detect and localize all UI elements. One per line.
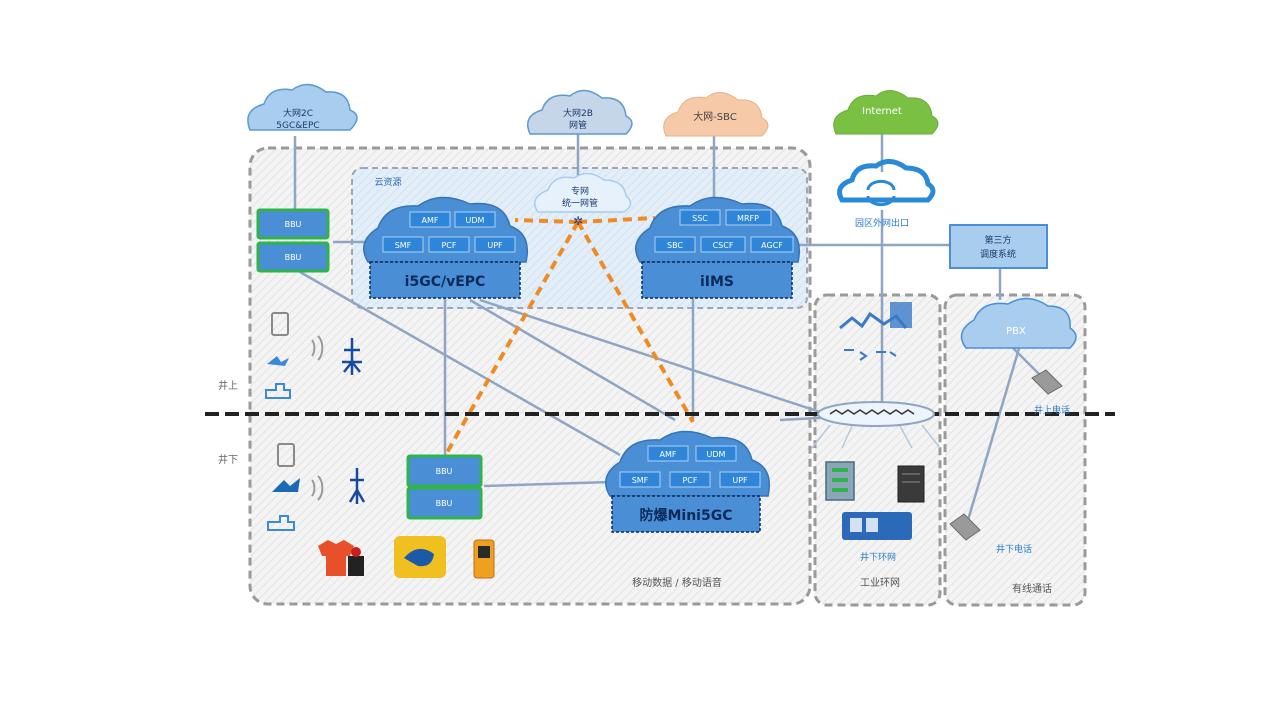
bbu-top-a: BBU — [285, 220, 302, 229]
bbu-bottom: BBU BBU — [406, 454, 483, 520]
cloud-pbx: PBX — [960, 297, 1077, 349]
cloud-unified-mgmt: 专网 统一网管 ✲ — [533, 172, 632, 228]
underground-devices — [267, 443, 495, 579]
industrial-ring — [811, 401, 941, 449]
iims-nf-5: AGCF — [761, 241, 783, 250]
mini-title: 防爆Mini5GC — [639, 507, 732, 524]
underground-phone-label: 井下电话 — [996, 543, 1032, 555]
cloud-resource-label: 云资源 — [374, 177, 401, 188]
bbu-top-b: BBU — [285, 253, 302, 262]
cloud-2b-line1: 大网2B — [563, 107, 593, 119]
tower-icon — [348, 468, 366, 504]
cloud-2b-line2: 网管 — [569, 119, 587, 131]
forklift-icon — [267, 356, 289, 366]
orange-dashed-links — [443, 216, 695, 457]
underground-ring-label: 井下环网 — [860, 551, 896, 563]
network-devices-icon — [842, 512, 912, 540]
mini-nf-5: UPF — [732, 476, 748, 485]
iims-nf-1: SSC — [692, 214, 708, 223]
signal-icon — [311, 335, 324, 361]
i5gc-nf-2: UDM — [466, 216, 485, 225]
bbu-top: BBU BBU — [256, 208, 330, 273]
cloud-internet-label: Internet — [862, 106, 902, 117]
surface-devices — [265, 312, 362, 399]
switch-cluster-icon — [839, 302, 912, 361]
core-i5gc: AMF UDM SMF PCF UPF i5GC/vEPC — [363, 196, 528, 299]
i5gc-nf-4: PCF — [441, 241, 456, 250]
mini-nf-2: UDM — [707, 450, 726, 459]
i5gc-nf-5: UPF — [487, 241, 503, 250]
wired-label: 有线通话 — [1012, 582, 1052, 595]
hub-icon: ✲ — [573, 214, 583, 228]
iims-title: iIMS — [700, 274, 734, 290]
i5gc-nf-1: AMF — [422, 216, 439, 225]
truck-icon — [267, 515, 295, 531]
mobile-label: 移动数据 / 移动语音 — [632, 576, 722, 589]
signal-icon — [311, 475, 324, 501]
cloud-2c-line1: 大网2C — [283, 107, 313, 119]
mini-nf-4: PCF — [682, 476, 697, 485]
surface-phone-icon — [1031, 369, 1063, 395]
phone-icon — [277, 443, 295, 467]
bbu-bottom-b: BBU — [436, 499, 453, 508]
third-party-box — [949, 224, 1048, 269]
above-ground-label: 井上 — [218, 379, 238, 392]
mgmt-line2: 统一网管 — [562, 197, 598, 209]
server-icon — [825, 461, 855, 501]
cloud-2c-core: 大网2C 5GC&EPC — [247, 83, 358, 131]
third-party-line1: 第三方 — [984, 234, 1011, 246]
mini-nf-1: AMF — [660, 450, 677, 459]
tower-icon — [342, 338, 362, 375]
below-ground-label: 井下 — [218, 453, 238, 466]
miner-vehicle-icon — [272, 478, 300, 492]
cabinet-icon — [897, 465, 925, 503]
cloud-internet: Internet — [833, 90, 939, 135]
underground-phone-icon — [949, 513, 981, 541]
surface-phone-label: 井上电话 — [1034, 404, 1070, 416]
handheld-terminal-icon — [473, 539, 495, 579]
bbu-bottom-a: BBU — [436, 467, 453, 476]
vest-icon — [318, 540, 364, 576]
core-iims: SSC MRFP SBC CSCF AGCF iIMS — [635, 196, 800, 299]
iims-nf-4: CSCF — [713, 241, 734, 250]
connection-lines — [293, 134, 1046, 521]
cloud-2c-line2: 5GC&EPC — [276, 121, 319, 131]
pbx-label: PBX — [1006, 326, 1026, 337]
cloud-2b-mgmt: 大网2B 网管 — [527, 89, 633, 135]
mgmt-line1: 专网 — [571, 185, 589, 197]
industrial-label: 工业环网 — [860, 577, 900, 589]
iims-nf-2: MRFP — [737, 214, 759, 223]
mini-nf-3: SMF — [632, 476, 649, 485]
i5gc-nf-3: SMF — [395, 241, 412, 250]
i5gc-title: i5GC/vEPC — [405, 274, 486, 290]
core-mini5gc: AMF UDM SMF PCF UPF 防爆Mini5GC — [605, 430, 770, 533]
third-party-line2: 调度系统 — [980, 248, 1016, 260]
cloud-sbc: 大网-SBC — [663, 92, 769, 137]
park-exit-label: 园区外网出口 — [855, 217, 909, 229]
sync-cloud-icon — [837, 159, 936, 207]
vr-headset-icon — [394, 536, 446, 578]
phone-icon — [271, 312, 289, 336]
truck-icon — [265, 383, 291, 399]
wired-call-region — [943, 293, 1087, 607]
iims-nf-3: SBC — [667, 241, 683, 250]
cloud-sbc-label: 大网-SBC — [693, 110, 737, 123]
